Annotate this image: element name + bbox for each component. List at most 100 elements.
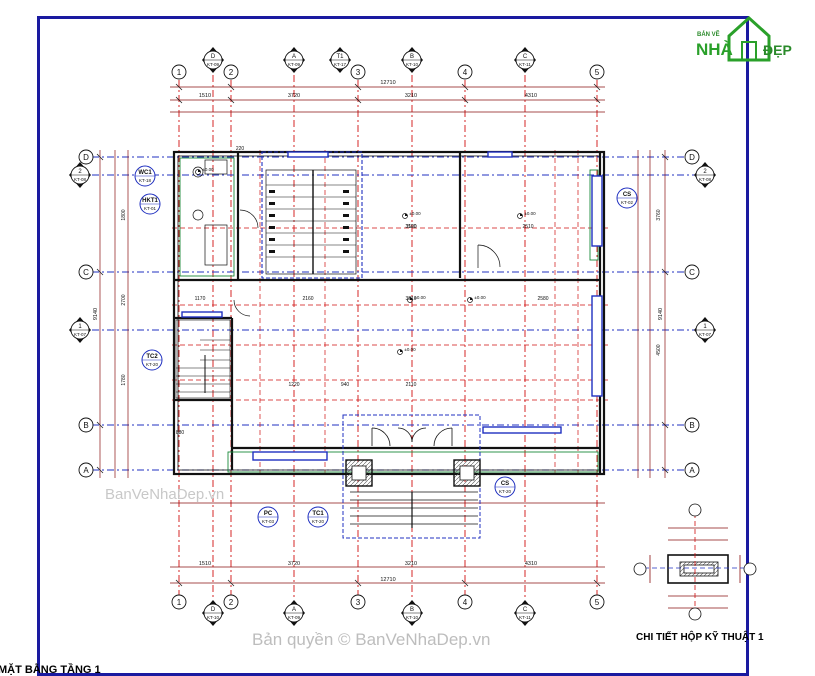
tag-ref: KT-01 <box>144 206 157 211</box>
grid-bubble-bottom-3: 3 <box>350 594 366 610</box>
section-ref: KT-07 <box>74 332 87 337</box>
logo-suffix-text: ĐẸP <box>763 42 792 58</box>
section-label: A <box>292 54 296 60</box>
stair-main <box>261 151 363 279</box>
section-label: 1 <box>703 324 707 330</box>
section-label: 1 <box>78 324 82 330</box>
section-label: D <box>211 54 216 60</box>
section-mark-top-0: D KT-09 <box>202 47 224 73</box>
tag-label: TC2 <box>146 354 158 360</box>
level-text: ±0.00 <box>524 211 536 216</box>
dim-interior: 4500 <box>656 344 662 355</box>
level-text: ±0.00 <box>404 347 416 352</box>
tag-ref: KT-03 <box>262 519 275 524</box>
section-ref: KT-10 <box>406 615 419 620</box>
grid-bubble-right-D: D <box>684 149 700 165</box>
grid-bubble-bottom-4: 4 <box>457 594 473 610</box>
dim-interior: 2510 <box>522 224 533 230</box>
grid-bubble-top-1: 1 <box>171 64 187 80</box>
section-ref: KT-08 <box>699 177 712 182</box>
dim-top-seg: 3210 <box>405 93 417 99</box>
dim-bottom-total: 12710 <box>380 577 395 583</box>
level-text: ±0.00 <box>409 211 421 216</box>
dim-top-total: 12710 <box>380 80 395 86</box>
grid-lines-vertical <box>178 75 598 600</box>
dim-top-seg: 3720 <box>288 93 300 99</box>
dim-interior: 3100 <box>405 224 416 230</box>
dim-interior: 1800 <box>121 209 127 220</box>
dim-interior: 2700 <box>121 294 127 305</box>
grid-number: 3 <box>356 68 361 77</box>
section-mark-top-4: CKT-11 <box>514 47 536 73</box>
tag-ref: KT-20 <box>312 519 325 524</box>
level-marks: ±0.00±0.00±0.00±0.00±0.00±0.00 <box>195 167 536 355</box>
dim-interior: 1220 <box>288 382 299 388</box>
section-ref: KT-10 <box>207 615 220 620</box>
grid-letter: C <box>83 268 89 277</box>
dim-bottom-seg: 3720 <box>288 561 300 567</box>
tag-label: CS <box>623 192 631 198</box>
dimension-ticks <box>96 83 669 587</box>
tag-label: HKT1 <box>142 198 158 204</box>
dim-interior: 940 <box>341 382 350 388</box>
section-mark-left-1: 1KT-07 <box>69 317 91 343</box>
detail-grid-bubbles <box>633 503 757 621</box>
detail-tag-cs: CS KT-20 <box>494 476 516 498</box>
tag-ref: KT-20 <box>499 489 512 494</box>
section-ref: KT-08 <box>74 177 87 182</box>
dim-bottom-seg: 1510 <box>199 561 211 567</box>
section-ref: KT-07 <box>699 332 712 337</box>
level-mark: ±0.00 <box>517 211 536 219</box>
dim-interior: 1780 <box>121 374 127 385</box>
level-mark: ±0.00 <box>407 295 426 303</box>
grid-bubble-left-A: A <box>78 462 94 478</box>
tag-label: PC <box>264 511 273 517</box>
section-label: C <box>523 54 528 60</box>
drawing-title: MẶT BẰNG TẦNG 1 <box>0 664 101 676</box>
section-mark-bottom-0: DKT-10 <box>202 600 224 626</box>
grid-number: 4 <box>463 598 468 607</box>
tag-ref: KT-18 <box>139 178 152 183</box>
section-label: 2 <box>78 169 82 175</box>
section-ref: KT-10 <box>406 62 419 67</box>
section-ref: KT-17 <box>334 62 347 67</box>
level-text: ±0.00 <box>202 167 214 172</box>
section-marks: DKT-09AKT-09T1KT-17BKT-10CKT-11DKT-10AKT… <box>69 47 716 626</box>
wc-fixtures <box>192 159 228 266</box>
tag-ref: KT-02 <box>621 200 634 205</box>
grid-letter: D <box>83 153 89 162</box>
dim-interior: 3520 <box>405 224 416 230</box>
section-mark-top-1: AKT-09 <box>283 47 305 73</box>
grid-bubble-top-4: 4 <box>457 64 473 80</box>
tag-label: CS <box>501 481 509 487</box>
section-ref: KT-09 <box>207 62 220 67</box>
section-mark-bottom-2: BKT-10 <box>401 600 423 626</box>
grid-letter: C <box>689 268 695 277</box>
entrance <box>342 414 481 539</box>
grid-number: 3 <box>356 598 361 607</box>
section-mark-right-1: 1KT-07 <box>694 317 716 343</box>
watermark-site: BanVeNhaDep.vn <box>105 486 225 503</box>
tag-ref: KT-20 <box>146 362 159 367</box>
grid-bubble-right-B: B <box>684 417 700 433</box>
dim-interior: 3760 <box>656 209 662 220</box>
section-mark-left-0: 2KT-08 <box>69 162 91 188</box>
grid-bubble-left-B: B <box>78 417 94 433</box>
grid-letter: B <box>83 421 88 430</box>
grid-letter: A <box>689 466 695 475</box>
grid-bubble-left-C: C <box>78 264 94 280</box>
detail-caption: CHI TIẾT HỘP KỸ THUẬT 1 <box>636 632 764 643</box>
section-label: B <box>410 54 414 60</box>
section-label: C <box>523 607 528 613</box>
watermark-copyright: Bản quyền © BanVeNhaDep.vn <box>252 630 491 649</box>
dim-interior: 2160 <box>302 296 313 302</box>
grid-bubble-right-C: C <box>684 264 700 280</box>
grid-bubble-left-D: D <box>78 149 94 165</box>
grid-bubble-bottom-1: 1 <box>171 594 187 610</box>
